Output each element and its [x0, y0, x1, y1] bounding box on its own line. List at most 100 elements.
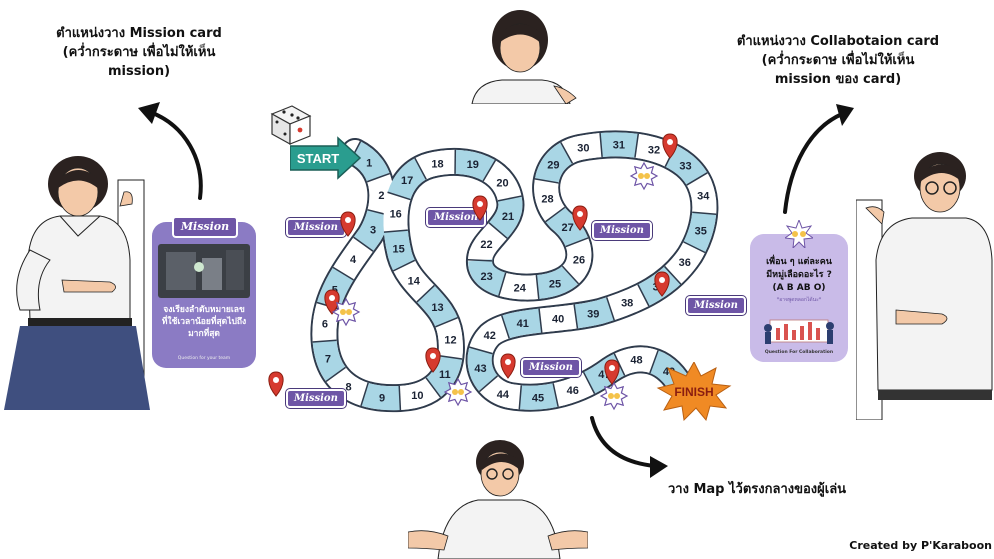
collab-illustration	[764, 319, 834, 344]
board-square-number: 31	[613, 139, 625, 151]
board-mission-tag: Mission	[426, 208, 486, 227]
board-square-number: 32	[648, 145, 660, 157]
mission-card-footer: Question for your team	[177, 356, 231, 361]
board-square	[552, 372, 595, 407]
board-square-divider	[488, 222, 508, 239]
board-square-divider	[353, 236, 374, 252]
start-marker: START	[290, 136, 362, 180]
board-square-divider	[332, 266, 354, 281]
board-square-number: 4	[350, 254, 357, 266]
board-square-number: 39	[587, 309, 599, 321]
board-square-divider	[398, 385, 402, 411]
board-square-number: 22	[480, 239, 492, 251]
board-square-divider	[497, 195, 522, 202]
board-square	[398, 377, 440, 410]
board-square	[312, 339, 346, 381]
board-square-number: 27	[561, 222, 573, 234]
note-line-3: mission)	[107, 64, 171, 79]
collaboration-card[interactable]: เพื่อน ๆ แต่ละคน มีหมู่เลือดอะไร ? (A B …	[750, 220, 848, 362]
arrow-to-mission-placement	[148, 110, 203, 200]
board-square-divider	[664, 265, 682, 285]
mission-card-text: จงเรียงลำดับหมายเลข ที่ใช้เวลาน้อยที่สุด…	[154, 304, 254, 340]
note-line-3: mission ของ card)	[774, 72, 902, 87]
board-square-divider	[392, 259, 416, 272]
board-square	[333, 237, 374, 280]
board-square	[664, 241, 705, 284]
collab-text-line: (A B AB O)	[772, 283, 826, 293]
board-square-number: 8	[345, 382, 351, 394]
board-square-number: 18	[431, 158, 443, 170]
board-square-number: 23	[480, 271, 492, 283]
board-square	[561, 133, 603, 164]
board-square-number: 13	[431, 302, 443, 314]
credit-text: Created by P'Karaboon	[849, 539, 992, 552]
board-square-divider	[573, 304, 579, 329]
board-square-number: 11	[439, 369, 451, 381]
board-square-number: 30	[577, 142, 589, 154]
board-square-divider	[634, 133, 640, 158]
board-square-divider	[469, 346, 493, 355]
board-square-divider	[501, 315, 510, 339]
arrow-to-collab-placement	[783, 112, 844, 214]
board-square	[634, 133, 676, 167]
board-square	[482, 160, 522, 202]
board-square-number: 36	[679, 257, 691, 269]
board-square-number: 17	[401, 175, 413, 187]
board-square-divider	[686, 172, 708, 186]
board-square-number: 33	[679, 160, 691, 172]
board-square	[326, 366, 369, 406]
board-squares: 1234567891011121314151617181920212223242…	[312, 132, 717, 411]
location-pin-icon	[604, 359, 620, 385]
location-pin-icon	[268, 371, 284, 397]
finish-marker: FINISH	[656, 362, 732, 422]
board-square-divider	[599, 132, 603, 158]
board-square	[467, 348, 499, 391]
board-square	[664, 145, 707, 186]
board-square	[519, 383, 558, 410]
collaboration-badge-icon	[599, 381, 629, 411]
location-pin-icon	[572, 205, 588, 231]
board-square-number: 16	[390, 208, 402, 220]
location-pin-icon	[654, 271, 670, 297]
collaboration-badge-icon	[629, 161, 659, 191]
collab-card-placement-note: ตำแหน่งวาง Collabotaion card (คว่ำกระดาษ…	[718, 32, 958, 89]
board-square-divider	[387, 191, 411, 201]
dice-icon[interactable]	[266, 104, 314, 146]
player-girl-left	[4, 156, 150, 410]
mission-card-placement-note: ตำแหน่งวาง Mission card (คว่ำกระดาษ เพื่…	[34, 24, 244, 81]
board-square-number: 38	[621, 298, 633, 310]
board-square	[361, 382, 401, 411]
mission-text-line: จงเรียงลำดับหมายเลข	[163, 305, 245, 315]
note-line-1: ตำแหน่งวาง Mission card	[56, 26, 222, 41]
map-placement-note: วาง Map ไว้ตรงกลางของผู้เล่น	[668, 482, 847, 497]
board-square-number: 34	[697, 191, 710, 203]
board-square-divider	[325, 366, 346, 383]
board-square	[383, 192, 411, 232]
location-pin-icon	[500, 353, 516, 379]
board-square	[686, 173, 717, 214]
mission-card[interactable]: Mission จงเรียงลำดับหมายเลข ที่ใช้เวลาน้…	[152, 216, 256, 368]
board-square-divider	[360, 382, 369, 406]
board-square-number: 48	[630, 355, 642, 367]
player-boy-right	[856, 152, 993, 420]
board-square-number: 12	[444, 335, 456, 347]
location-pin-icon	[425, 347, 441, 373]
arrow-head-icon	[138, 102, 160, 124]
player-girl-top	[471, 10, 577, 104]
board-square	[468, 222, 508, 263]
board-square	[573, 297, 615, 329]
collab-card-subtext: *อาจพูดหลอกได้นะ*	[776, 297, 822, 303]
board-square-divider	[416, 284, 435, 303]
board-square-divider	[535, 275, 540, 300]
board-square-divider	[538, 308, 543, 333]
board-square-number: 21	[502, 211, 514, 223]
board-square-number: 20	[496, 177, 508, 189]
board-square-divider	[467, 258, 492, 262]
board-square-divider	[613, 353, 626, 376]
collaboration-badge-icon	[443, 377, 473, 407]
mission-text-line: ที่ใช้เวลาน้อยที่สุดไปถึง	[161, 317, 247, 327]
board-square	[416, 285, 458, 328]
board-mission-tag: Mission	[286, 389, 346, 408]
board-square-number: 40	[552, 314, 564, 326]
